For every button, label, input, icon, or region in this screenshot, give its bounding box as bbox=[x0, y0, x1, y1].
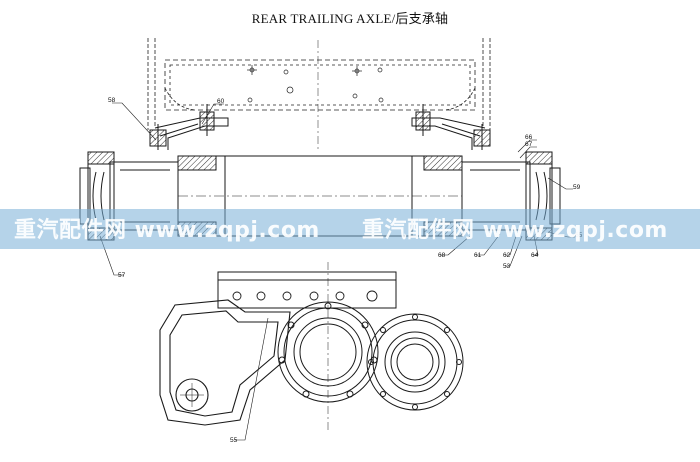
part-label-60: 60 bbox=[217, 98, 225, 105]
part-label-57: 57 bbox=[118, 272, 126, 279]
part-label-62: 62 bbox=[503, 252, 511, 259]
part-label-59: 59 bbox=[573, 184, 581, 191]
left-bracket bbox=[149, 104, 229, 150]
watermark-text-left: 重汽配件网 www.zqpj.com bbox=[14, 218, 320, 243]
frame-housing bbox=[147, 38, 491, 150]
part-label-64: 64 bbox=[531, 252, 539, 259]
part-label-68: 68 bbox=[438, 252, 446, 259]
part-label-61: 61 bbox=[474, 252, 482, 259]
part-label-67: 67 bbox=[525, 141, 533, 148]
watermark-band: 重汽配件网 www.zqpj.com 重汽配件网 www.zqpj.com bbox=[0, 209, 700, 249]
part-label-58: 58 bbox=[108, 97, 116, 104]
watermark-text-right: 重汽配件网 www.zqpj.com bbox=[362, 218, 668, 243]
drawing-title: REAR TRAILING AXLE/后支承轴 bbox=[251, 11, 449, 26]
part-label-53: 53 bbox=[503, 263, 511, 270]
right-bracket bbox=[411, 104, 491, 150]
part-label-66: 66 bbox=[525, 134, 533, 141]
secondary-bearing bbox=[366, 313, 464, 411]
frame-holes bbox=[247, 65, 384, 103]
plate-bolt-holes bbox=[232, 290, 378, 302]
trailing-arm bbox=[159, 299, 291, 426]
part-label-55: 55 bbox=[230, 437, 238, 444]
main-bearing bbox=[277, 301, 379, 403]
lower-mounting-plate bbox=[217, 262, 397, 430]
